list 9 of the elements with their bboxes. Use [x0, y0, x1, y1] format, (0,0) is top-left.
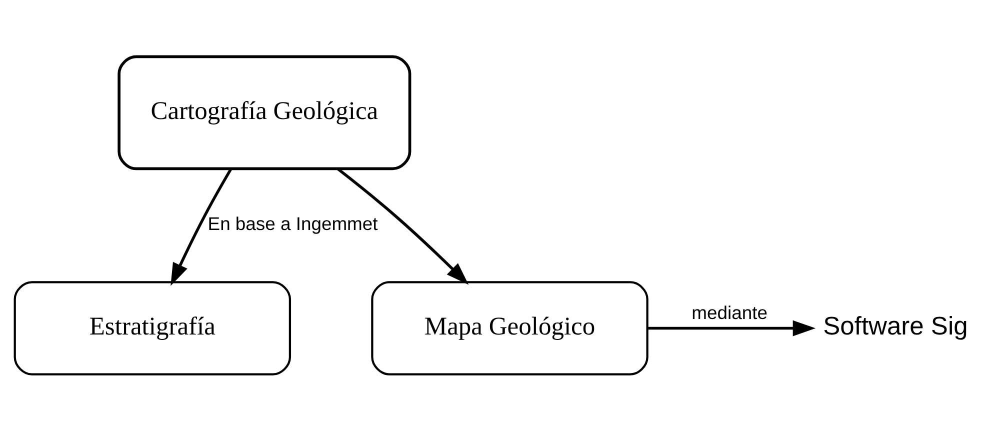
node-box: Mapa Geológico — [371, 280, 648, 375]
node-box: Estratigrafía — [14, 280, 292, 375]
arrow — [647, 320, 816, 336]
node-text: Software Sig — [823, 312, 968, 340]
edge-label: En base a Ingemmet — [208, 212, 378, 234]
arrow — [170, 168, 232, 286]
node-box: Cartografía Geológica — [118, 54, 412, 170]
arrow — [337, 167, 469, 284]
edge-label: mediante — [692, 301, 768, 322]
